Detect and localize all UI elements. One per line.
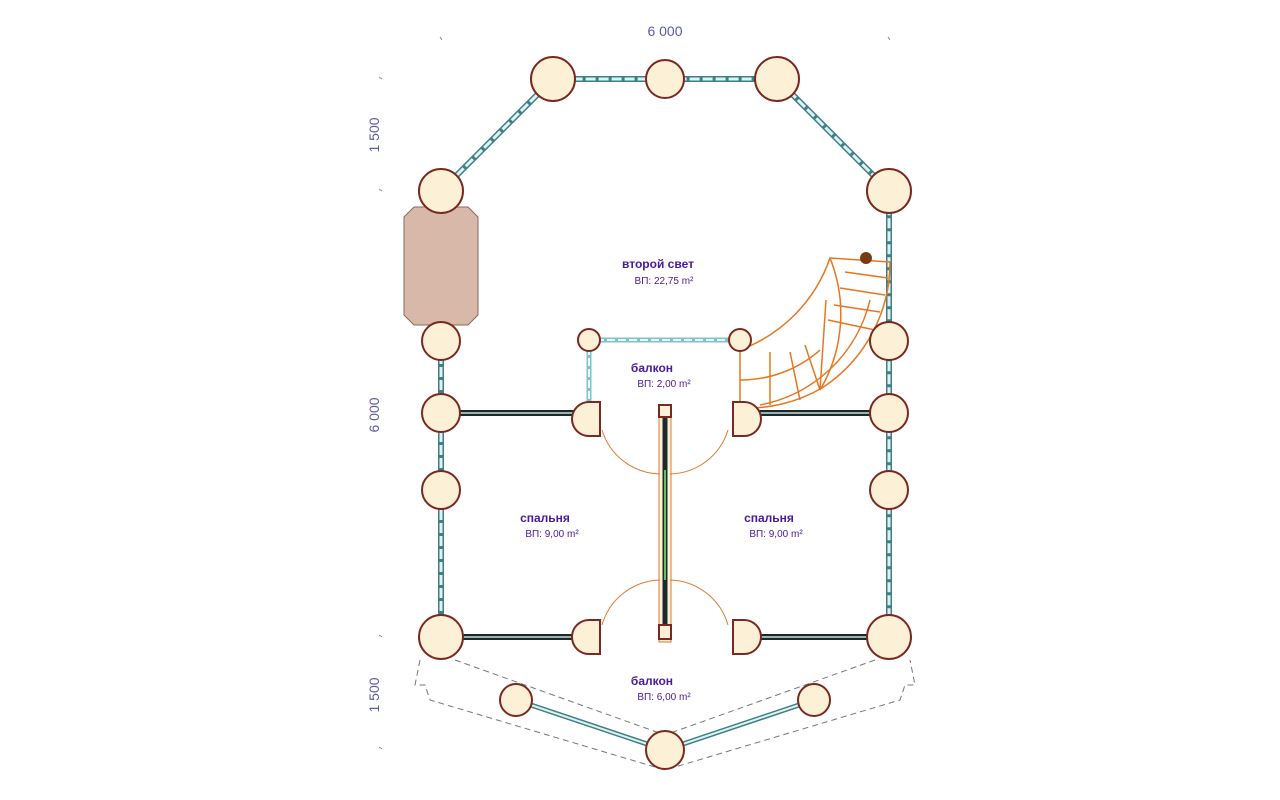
stair-newel <box>860 252 872 264</box>
stove <box>403 206 479 326</box>
room-area-bedroom-right: ВП: 9,00 m² <box>749 529 803 540</box>
dimension-top: 6 000 <box>647 23 682 39</box>
dimension-left-lower: 1 500 <box>366 677 382 712</box>
door-swings <box>601 429 729 626</box>
bottom-balcony-outline <box>414 659 916 771</box>
interior-walls <box>441 407 889 643</box>
room-area-bedroom-left: ВП: 9,00 m² <box>525 529 579 540</box>
room-name-second-light: второй свет <box>622 257 694 271</box>
balcony-railing <box>586 337 740 410</box>
room-name-balcony-inner: балкон <box>631 361 673 375</box>
dimension-left-middle: 6 000 <box>366 397 382 432</box>
room-area-balcony-inner: ВП: 2,00 m² <box>637 379 691 390</box>
log-ends <box>418 56 912 770</box>
dimension-ticks <box>378 36 891 750</box>
room-name-balcony-outer: балкон <box>631 674 673 688</box>
room-name-bedroom-right: спальня <box>744 511 794 525</box>
room-area-balcony-outer: ВП: 6,00 m² <box>637 692 691 703</box>
room-name-bedroom-left: спальня <box>520 511 570 525</box>
spiral-stair <box>739 257 891 409</box>
room-area-second-light: ВП: 22,75 m² <box>635 276 695 287</box>
dimension-left-upper: 1 500 <box>366 117 382 152</box>
